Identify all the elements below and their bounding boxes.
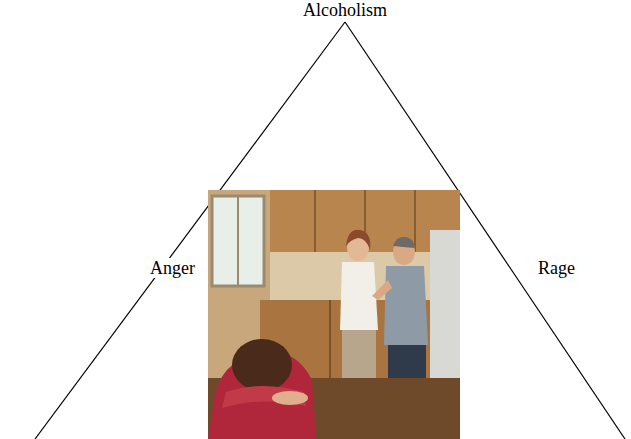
triangle-outline	[35, 22, 625, 439]
side-label: Rage	[536, 258, 577, 278]
family-conflict-photo	[208, 190, 460, 439]
apex-label: Alcoholism	[301, 0, 389, 20]
side-label: Anger	[148, 258, 197, 278]
